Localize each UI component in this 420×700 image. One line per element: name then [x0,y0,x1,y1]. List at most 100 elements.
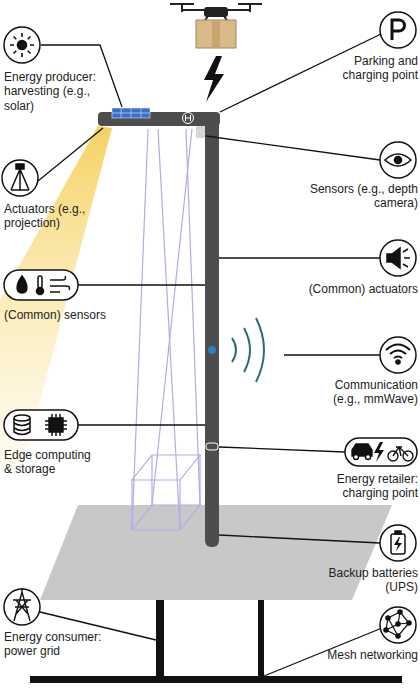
icon-frames-part [380,337,416,373]
speaker-icon-part [392,248,400,268]
battery-icon-part [394,537,402,551]
landing-pad-part [183,113,194,124]
radio-waves-part [256,318,264,382]
pylon-icon [13,588,31,621]
parcel-part [212,20,220,48]
projection-wireframe-part [199,455,200,505]
edge-icons-part [49,418,63,432]
radio-waves-part [232,338,236,362]
wifi-icon-part [386,345,410,351]
projection-wireframe-part [132,505,200,530]
callout-label: (Common) actuators [268,282,418,296]
sun-icon [10,33,34,57]
icon-frames-part [4,410,78,440]
edge-icons [14,414,67,436]
eye-icon-part [395,157,402,164]
sun-icon-part [18,41,27,50]
parking-icon [392,20,405,40]
mesh-icon-part [386,616,390,620]
projection-wireframe-part [152,129,192,505]
projector-icon-part [16,164,24,169]
leader-lines-part [219,257,380,258]
callout-label: Sensors (e.g., depth camera) [300,182,418,211]
sensor-icons-part [17,276,27,293]
drone-part [238,3,262,5]
battery-icon-part [391,534,405,554]
mesh-icon-part [396,622,400,626]
icon-frames-part [345,438,417,466]
mesh-icon-part [407,621,411,625]
projection-wireframe-part [158,129,180,530]
edge-icons-part [45,414,67,436]
icon-frames-part [380,12,416,48]
depth-camera [196,126,205,138]
projection-wireframe-part [151,455,152,505]
speaker-icon-part [403,249,410,267]
leader-lines-part [78,424,205,425]
parking-icon-part [392,20,405,40]
icon-frames-part [2,160,38,196]
leader-lines-part [78,284,205,285]
callout-label: Energy retailer: charging point [318,472,418,501]
callout-label: (Common) sensors [4,308,154,322]
mesh-icon [384,610,411,638]
leader-lines-part [284,354,380,355]
callout-label: Communication (e.g., mmWave) [308,378,418,407]
drone [170,4,262,22]
drone-part [182,9,250,11]
leader-lines-part [206,136,380,160]
antenna-dot [208,346,216,354]
icon-frames-part [380,607,416,643]
callout-label: Edge computing & storage [4,448,100,477]
leader-lines-part [219,447,345,452]
solar-panel-part [112,108,150,118]
pylon-icon-part [13,588,31,621]
icon-frames-part [4,589,40,625]
projector-icon-part [11,169,29,190]
icon-frames-part [380,525,416,561]
callout-label: Energy consumer: power grid [4,630,116,659]
charging-icons-part [393,447,408,456]
mesh-icon-part [384,628,388,632]
solar-panel [112,108,150,118]
sensor-icons [17,276,69,295]
solar-panel-part [112,113,150,114]
callout-label: Energy producer: harvesting (e.g., solar… [4,70,104,113]
leader-lines-part [38,128,103,181]
eye-icon [385,154,411,166]
sensor-icons-part [37,288,44,295]
projection-wireframe [132,129,200,530]
charging-icons-part [374,442,384,462]
wifi-icon-part [396,360,400,364]
icon-frames-part [4,27,40,63]
stand-part [30,676,402,683]
landing-pad [183,113,194,124]
parcel [196,20,236,48]
wifi-icon [386,345,410,364]
speaker-icon [387,248,410,268]
light-cone [0,126,112,470]
wifi-icon-part [390,351,406,355]
lightning-bolt [204,56,224,102]
outlet [206,443,218,450]
drone-part [249,4,251,12]
stand-part [156,600,164,680]
radio-waves [232,318,264,382]
sensor-icons-part [38,276,42,288]
edge-icons-part [14,415,30,421]
radio-waves-part [244,328,250,372]
edge-icons-part [14,418,30,435]
charging-icons-part [354,455,359,460]
drone-part [170,3,194,5]
parcel-part [196,20,236,48]
icon-frames-part [4,270,78,300]
projection-wireframe-part [179,480,180,530]
callout-label: Backup batteries (UPS) [310,566,418,595]
drone-part [181,4,183,12]
projector-icon [11,164,29,190]
pole [205,112,219,547]
icon-frames-part [380,142,416,178]
icon-frames-part [380,240,416,276]
